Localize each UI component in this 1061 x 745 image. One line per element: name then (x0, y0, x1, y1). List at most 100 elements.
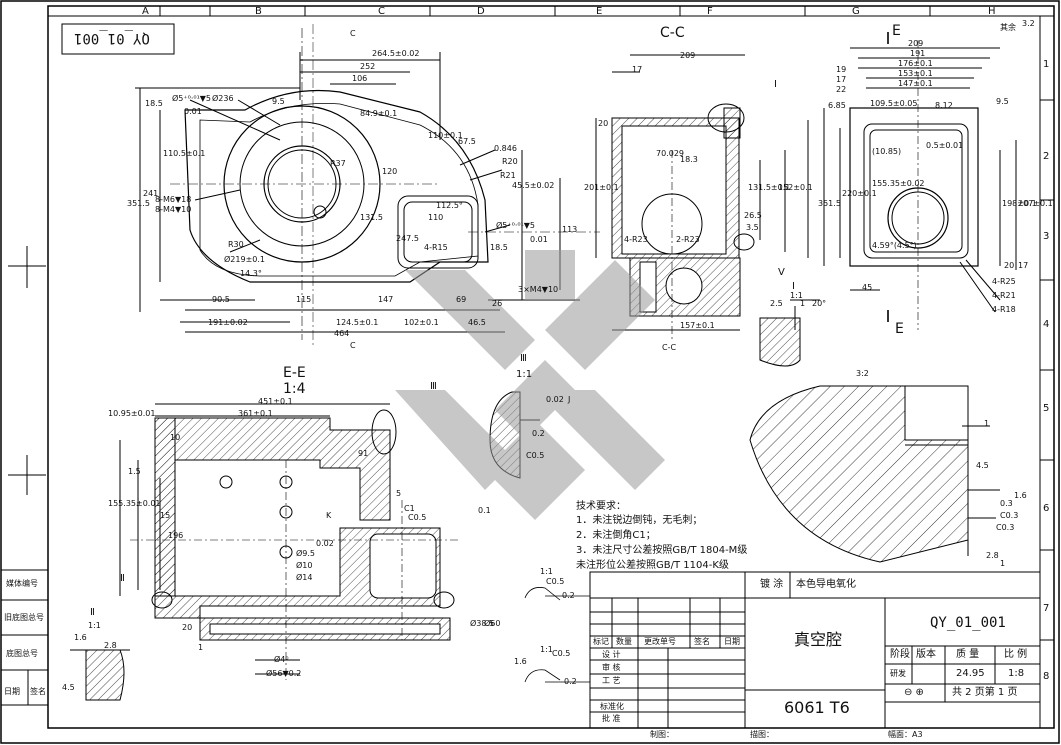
dim: Ø4⁰ (274, 655, 289, 664)
dim: J (137, 497, 140, 506)
misc-02-2: 0.2 (564, 677, 577, 686)
tech-req-item: 2．未注倒角C1； (576, 530, 656, 541)
col-b: B (255, 6, 262, 17)
dim: 191 (910, 49, 926, 58)
dim: 209 (908, 39, 924, 48)
dim: 91 (358, 449, 369, 458)
col-c: C (378, 6, 385, 17)
dim: 10 (170, 433, 181, 442)
dim: 4.5 (62, 683, 75, 692)
dim: 84.9±0.1 (360, 109, 398, 118)
part-name: 真空腔 (794, 630, 843, 649)
dim: 17 (632, 65, 643, 74)
role-design: 设 计 (602, 650, 621, 659)
col-d: D (477, 6, 485, 17)
mass-label: 质 量 (956, 649, 980, 660)
dim: 18.3 (680, 155, 698, 164)
rev-header: 日期 (724, 637, 740, 646)
sheet-count: 共 2 页第 1 页 (952, 687, 1018, 698)
dim: 209 (680, 51, 696, 60)
dim: 147±0.1 (898, 79, 933, 88)
misc-c05-2: C0.5 (552, 649, 571, 658)
dim: 26.5 (744, 211, 762, 220)
dim: 176±0.1 (898, 59, 933, 68)
scale-label: 比 例 (1004, 649, 1028, 660)
dim: Ø38.5 (470, 619, 495, 628)
cc-title: C-C (660, 25, 685, 41)
rev-header: 更改单号 (644, 637, 676, 646)
dim: 8-M6▼18 (155, 195, 192, 204)
dim: 22 (836, 85, 847, 94)
col-g: G (852, 6, 860, 17)
detail-ii-scale: 1:1 (88, 621, 101, 630)
role-standard: 标准化 (600, 702, 624, 711)
dim: Ø14 (296, 573, 313, 582)
dim: J (568, 395, 571, 404)
misc-16: 1.6 (514, 657, 527, 666)
row-3: 3 (1043, 231, 1050, 242)
dim: 20 (1004, 261, 1015, 270)
dim: 102±0.1 (404, 318, 439, 327)
ee-title: E-E (283, 365, 306, 381)
dim: 9.5 (272, 97, 285, 106)
dim: C0.3 (996, 523, 1015, 532)
dim: Ø9.5 (296, 549, 316, 558)
dim: 67.5 (458, 137, 476, 146)
dim: 26 (492, 299, 503, 308)
dim: 1 (198, 643, 204, 652)
dim: 10.95±0.01 (108, 409, 156, 418)
detail-ii-label: Ⅱ (90, 607, 95, 618)
dim: 0.5±0.01 (926, 141, 964, 150)
dim: 3.5 (746, 223, 759, 232)
dim: 0.3 (1000, 499, 1013, 508)
e-view-mark-bottom: E (895, 321, 904, 337)
dim: 361±0.1 (238, 409, 273, 418)
dim: R37 (330, 159, 346, 168)
mass-value: 24.95 (956, 668, 985, 679)
dim: 0.846 (494, 144, 517, 153)
dim: 0.2 (532, 429, 545, 438)
dim: 2-R23 (676, 235, 700, 244)
scale-value: 1:8 (1008, 668, 1025, 679)
role-review: 审 核 (602, 663, 621, 672)
dim: 110 (428, 213, 444, 222)
dim: 6.85 (828, 101, 846, 110)
dim: 4-R18 (992, 305, 1016, 314)
row-6: 6 (1043, 503, 1050, 514)
dim: C0.5 (526, 451, 545, 460)
dim: 252 (360, 62, 376, 71)
side-sign: 签名 (30, 687, 46, 696)
detail-i-scale: 1:1 (790, 291, 803, 300)
dim: 20 (182, 623, 193, 632)
role-process: 工 艺 (602, 676, 621, 685)
dim: 196 (168, 531, 184, 540)
dim: 198±0.1 (1002, 199, 1037, 208)
dim: 17 (836, 75, 847, 84)
watermark-logo (395, 250, 665, 520)
dim: K (326, 511, 332, 520)
dim: 106 (352, 74, 368, 83)
dim: 0.1 (478, 506, 491, 515)
projection-symbol-icon: ⊖ ⊕ (904, 687, 924, 698)
drawing-number: QY_01_001 (930, 615, 1006, 631)
dim: 220±0.1 (842, 189, 877, 198)
rev-header: 数量 (616, 637, 632, 646)
col-a: A (142, 6, 149, 17)
dim: Ø10 (296, 561, 313, 570)
row-5: 5 (1043, 403, 1050, 414)
dim: 18.5 (145, 99, 163, 108)
dim: 451±0.1 (258, 397, 293, 406)
dim: 2.8 (986, 551, 999, 560)
dim: 191±0.02 (208, 318, 248, 327)
dim: Ø56▼0.2 (266, 669, 302, 678)
dim: 247.5 (396, 234, 419, 243)
dim: 4.59°(4.5°) (872, 241, 917, 250)
dim: 3×M4▼10 (518, 285, 559, 294)
dim: 109.5±0.05 (870, 99, 918, 108)
dim: 0.02 (546, 395, 564, 404)
dim: 5 (396, 489, 402, 498)
dim: Ⅰ (774, 79, 777, 90)
dim: 0.02 (316, 539, 334, 548)
dim: 0.01 (530, 235, 548, 244)
